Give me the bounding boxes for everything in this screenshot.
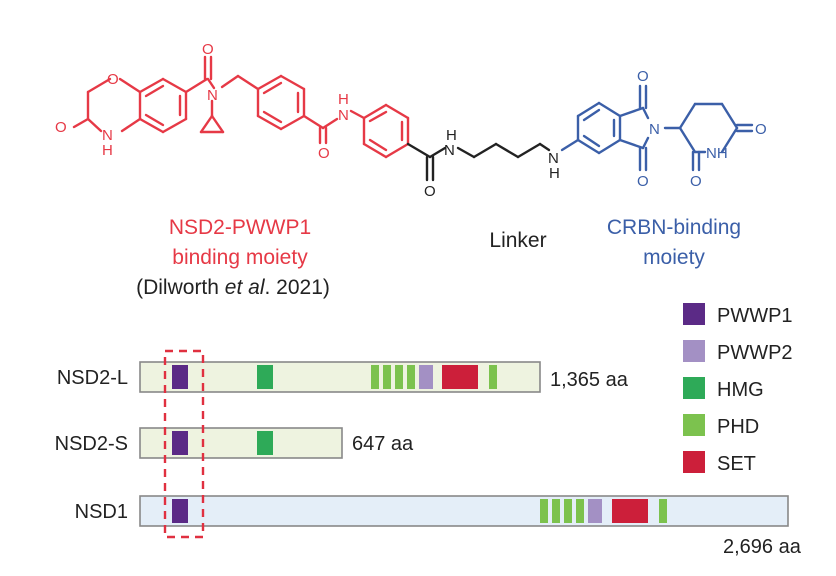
green-square-icon	[683, 377, 705, 399]
protein-row-nsd1: NSD1 2,696 aa	[75, 495, 802, 558]
legend-label-pwwp1: PWWP1	[717, 305, 793, 327]
hydrogen-atom-label: H	[338, 91, 349, 108]
protein-length-label: 2,696 aa	[723, 536, 802, 558]
citation-suffix: . 2021)	[265, 276, 330, 299]
domain-pwwp1	[172, 499, 188, 523]
legend-label-hmg: HMG	[717, 379, 764, 401]
lavender-square-icon	[683, 340, 705, 362]
domain-hmg	[257, 431, 273, 455]
purple-square-icon	[683, 303, 705, 325]
oxygen-atom-label: O	[107, 71, 119, 88]
legend-label-phd: PHD	[717, 416, 759, 438]
domain-phd	[540, 499, 548, 523]
domain-phd	[659, 499, 667, 523]
domain-phd	[407, 365, 415, 389]
domain-hmg	[257, 365, 273, 389]
domain-pwwp1	[172, 365, 188, 389]
protein-domain-maps: NSD2-L 1,365 aa NSD2-S 647 aa NSD1 2,696 aa	[55, 361, 802, 558]
oxygen-atom-label: O	[55, 119, 67, 136]
citation-italic: et al	[225, 276, 266, 299]
hydrogen-atom-label: H	[446, 127, 457, 144]
crbn-binder-structure	[560, 84, 754, 172]
domain-pwwp2	[419, 365, 433, 389]
domain-phd	[552, 499, 560, 523]
nitrogen-atom-label: N	[649, 121, 660, 138]
protein-bar	[139, 427, 343, 459]
nitrogen-atom-label: N	[338, 107, 349, 124]
nitrogen-atom-label: N	[102, 127, 113, 144]
oxygen-atom-label: O	[424, 183, 436, 200]
domain-phd	[395, 365, 403, 389]
citation: (Dilworth et al. 2021)	[136, 276, 330, 299]
hydrogen-atom-label: H	[102, 142, 113, 159]
domain-phd	[489, 365, 497, 389]
domain-set	[612, 499, 648, 523]
nsd2-pwwp1-label-line2: binding moiety	[172, 246, 308, 269]
nsd2-pwwp1-label-line1: NSD2-PWWP1	[169, 216, 311, 239]
red-square-icon	[683, 451, 705, 473]
legend-label-set: SET	[717, 453, 756, 475]
nitrogen-atom-label: N	[444, 142, 455, 159]
hydrogen-atom-label: H	[549, 165, 560, 182]
oxygen-atom-label: O	[318, 145, 330, 162]
domain-phd	[383, 365, 391, 389]
protein-name: NSD2-L	[57, 367, 128, 389]
nitrogen-atom-label: N	[207, 87, 218, 104]
lightgreen-square-icon	[683, 414, 705, 436]
oxygen-atom-label: O	[202, 41, 214, 58]
oxygen-atom-label: O	[690, 173, 702, 190]
protein-name: NSD2-S	[55, 433, 128, 455]
protein-bar	[139, 495, 789, 527]
citation-prefix: (Dilworth	[136, 276, 225, 299]
linker-label: Linker	[489, 229, 546, 252]
chemical-structure: O N H O O N O H N N H O N H	[55, 41, 767, 200]
protein-length-label: 1,365 aa	[550, 369, 629, 391]
pwwp1-highlight-box	[163, 349, 205, 539]
protein-name: NSD1	[75, 501, 128, 523]
domain-set	[442, 365, 478, 389]
oxygen-atom-label: O	[637, 173, 649, 190]
crbn-label-line2: moiety	[643, 246, 705, 269]
domain-pwwp2	[588, 499, 602, 523]
protein-row-nsd2-s: NSD2-S 647 aa	[55, 427, 414, 459]
crbn-label-line1: CRBN-binding	[607, 216, 741, 239]
oxygen-atom-label: O	[637, 68, 649, 85]
domain-phd	[564, 499, 572, 523]
domain-phd	[371, 365, 379, 389]
linker-structure	[406, 142, 551, 182]
protein-bar	[139, 361, 541, 393]
nitrogen-atom-label: N	[548, 150, 559, 167]
protein-row-nsd2-l: NSD2-L 1,365 aa	[57, 361, 629, 393]
oxygen-atom-label: O	[755, 121, 767, 138]
domain-pwwp1	[172, 431, 188, 455]
legend-label-pwwp2: PWWP2	[717, 342, 793, 364]
domain-phd	[576, 499, 584, 523]
nsd2-pwwp1-binder-structure	[72, 55, 410, 159]
protein-length-label: 647 aa	[352, 433, 414, 455]
nh-group-label: NH	[706, 145, 728, 162]
